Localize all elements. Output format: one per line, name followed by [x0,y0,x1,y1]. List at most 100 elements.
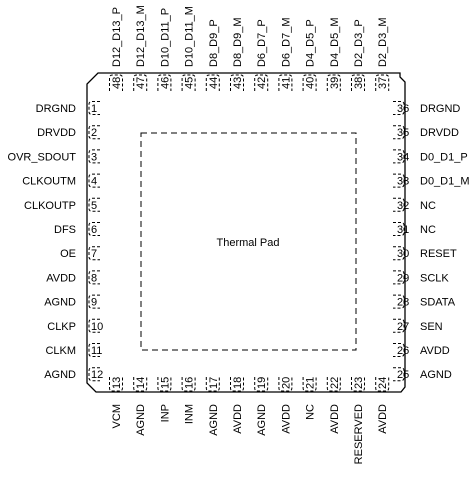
pin-name: D12_D13_M [135,5,147,67]
pin-outline [205,377,220,392]
pin-name: OVR_SDOUT [8,151,77,163]
pin-name: INP [159,404,171,422]
pin-number: 43 [232,77,244,89]
pin-outline [88,343,100,357]
pin-outline [88,125,100,140]
pin-outline [230,377,244,392]
pin-name: AGND [208,404,220,436]
pin-name: AVDD [377,404,389,434]
pin-number: 8 [91,272,97,284]
pin-name: D6_D7_P [256,19,268,67]
pin-number: 46 [159,77,171,89]
pin-name: AVDD [280,404,292,434]
pin-outline [393,270,405,285]
pin-number: 37 [377,77,389,89]
pin-outline [88,149,100,164]
pin-name: D10_D11_P [159,8,171,67]
pin-number: 6 [91,224,97,236]
pin-name: AVDD [329,404,341,434]
pin-name: CLKM [45,345,76,357]
pin-outline [88,367,100,382]
pin-number: 7 [91,248,97,260]
pin-outline [351,377,365,392]
pin-name: D4_D5_M [329,17,341,67]
pin-outline [375,74,390,91]
pin-outline [88,270,100,285]
pin-outline [205,74,220,91]
pin-outline [393,149,405,164]
pin-number: 41 [280,77,292,89]
pin-number: 31 [397,224,409,236]
pin-number: 38 [353,77,365,89]
pin-number: 40 [305,77,317,89]
pin-number: 18 [232,377,244,389]
pin-name: CLKOUTM [22,176,76,188]
pin-number: 11 [91,345,102,357]
pin-number: 30 [397,248,409,260]
pin-name: SDATA [420,297,456,309]
pin-number: 48 [111,77,123,89]
pin-name: OE [60,248,76,260]
pin-outline [254,377,269,392]
pin-outline [88,246,100,261]
pin-number: 21 [305,377,317,389]
pin-outline [393,222,405,236]
pin-outline [109,377,123,392]
pin-number: 45 [184,77,196,89]
pin-number: 34 [397,151,409,163]
pin-number: 3 [91,151,97,163]
pin-number: 23 [353,377,365,389]
pin-outline [88,294,100,309]
pin-number: 26 [397,345,409,357]
pin-name: DRVDD [37,127,76,139]
pin-name: D2_D3_P [353,19,365,67]
pin-outline [393,343,405,357]
pin-number: 5 [91,200,97,212]
pin-outline [393,173,405,188]
pin-number: 44 [208,77,220,89]
pin-name: D2_D3_M [377,17,389,67]
pin-name: AGND [135,404,147,436]
pin-number: 19 [256,377,268,389]
pin-name: SCLK [420,272,449,284]
pin-name: NC [305,404,317,420]
pin-name: D8_D9_P [208,19,220,67]
pin-name: DRVDD [420,127,459,139]
pin-name: CLKP [47,321,76,333]
pin-outline [278,74,293,91]
pin-name: RESERVED [353,404,365,464]
pin-outline [302,377,317,392]
pin-outline [88,173,100,188]
pin-name: AGND [44,297,76,309]
pin-name: D4_D5_P [305,19,317,67]
pin-name: D10_D11_M [184,6,196,67]
pin-number: 35 [397,127,409,139]
pin-outline [326,377,341,392]
pin-outline [133,377,148,392]
pin-name: AGND [420,369,452,381]
pin-number: 9 [91,297,97,309]
pin-outline [157,74,172,91]
pin-outline [88,318,100,333]
package-outline [86,72,406,393]
pin-name: D0_D1_M [420,176,470,188]
pin-name: DFS [54,224,76,236]
thermal-pad-outline [140,132,357,351]
pin-number: 16 [184,377,196,389]
pin-outline [157,377,172,392]
pin-outline [393,125,405,140]
pin-name: RESET [420,248,457,260]
pin-outline [88,101,100,115]
pin-outline [393,294,405,309]
pin-name: AVDD [46,272,76,284]
pin-name: AVDD [232,404,244,434]
pin-number: 20 [280,377,292,389]
pin-name: DRGND [420,103,460,115]
pin-number: 22 [329,377,341,389]
pin-name: CLKOUTP [24,200,76,212]
pin-number: 15 [159,377,171,389]
pin-number: 2 [91,127,97,139]
pin-outline [393,318,405,333]
thermal-pad-label: Thermal Pad [217,237,280,249]
